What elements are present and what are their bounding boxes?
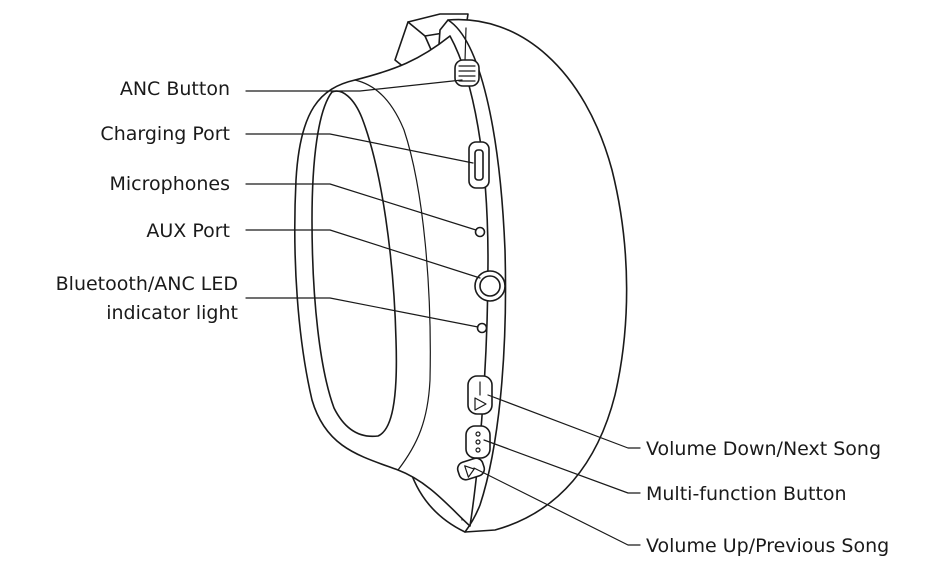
led-indicator — [476, 322, 488, 334]
leader-aux — [245, 229, 481, 279]
leader-lines — [245, 79, 641, 546]
anc-button-shape — [454, 59, 480, 87]
aux-port-shape — [474, 270, 506, 302]
label-led-line2: indicator light — [106, 302, 238, 324]
leader-microphones — [245, 183, 477, 231]
leader-anc — [245, 79, 463, 92]
earcup-illustration — [293, 13, 628, 533]
leader-charging — [245, 133, 474, 164]
leader-volume-up — [473, 467, 641, 546]
volume-up-button-shape — [456, 457, 486, 481]
leader-volume-down — [487, 394, 641, 449]
callout-labels: ANC Button Charging Port Microphones AUX… — [56, 78, 890, 557]
label-aux-port: AUX Port — [146, 220, 230, 242]
volume-down-button-shape — [467, 375, 493, 415]
label-volume-up: Volume Up/Previous Song — [646, 535, 889, 557]
ear-cushion — [293, 35, 489, 527]
leader-led — [245, 297, 479, 328]
label-microphones: Microphones — [110, 173, 231, 195]
charging-port-shape — [468, 141, 490, 189]
microphone-hole — [474, 226, 486, 238]
label-volume-down: Volume Down/Next Song — [646, 438, 881, 460]
leader-multi — [483, 439, 641, 494]
label-anc-button: ANC Button — [120, 78, 230, 100]
label-multi-function: Multi-function Button — [646, 483, 847, 505]
label-led-line1: Bluetooth/ANC LED — [56, 273, 238, 295]
multi-function-button-shape — [465, 425, 491, 459]
label-charging-port: Charging Port — [100, 123, 230, 145]
